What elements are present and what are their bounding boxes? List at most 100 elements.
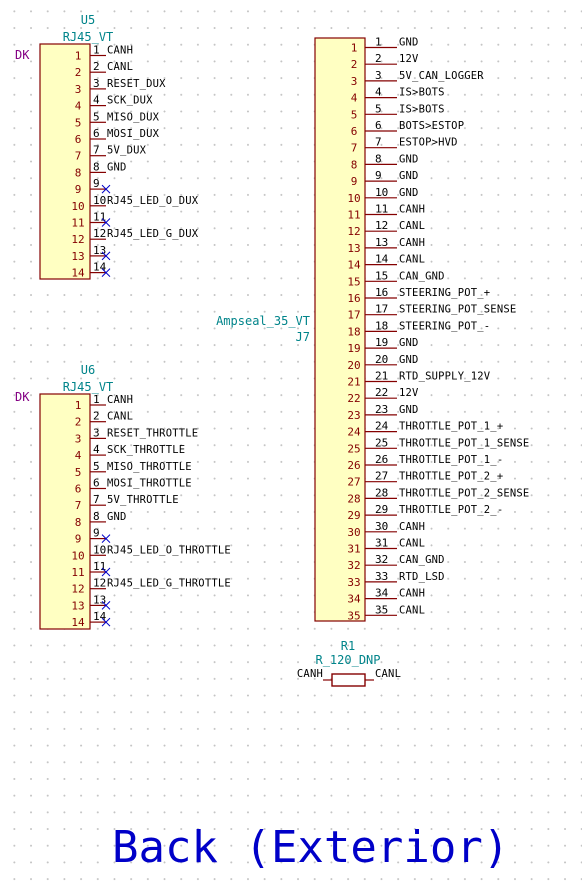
u5-tag: DK [15,48,30,62]
pin-number: 3 [375,69,382,82]
pin-index: 14 [347,259,361,272]
pin-net-label: CANH [107,45,133,57]
pin-number: 12 [93,227,106,240]
pin-number: 8 [93,160,100,173]
pin-net-label: CAN_GND [399,554,445,566]
pin-number: 12 [375,219,388,232]
pin-number: 3 [93,426,100,439]
pin-net-label: GND [107,511,127,523]
pin-net-label: THROTTLE_POT_1_+ [399,421,503,433]
pin-number: 11 [93,211,106,224]
pin-net-label: STEERING_POT_+ [399,287,490,299]
pin-number: 13 [375,236,388,249]
pin-net-label: CANL [399,220,425,232]
pin-index: 25 [347,442,360,455]
pin-number: 33 [375,570,388,583]
pin-number: 12 [93,577,106,590]
pin-net-label: MISO_THROTTLE [107,461,192,473]
r1-body [331,673,366,687]
u5-body [39,43,91,280]
pin-index: 1 [351,42,358,55]
pin-index: 10 [71,549,84,562]
resistor-r1[interactable]: R1 R_120_DNP CANH CANL [297,639,401,687]
pin-number: 32 [375,553,388,566]
pin-net-label: RTD_LSD [399,571,445,583]
pin-number: 10 [375,186,388,199]
pin-index: 6 [75,483,82,496]
pin-net-label: CANL [107,61,133,73]
pin-index: 29 [347,509,360,522]
pin-net-label: RJ45_LED_G_THROTTLE [107,578,231,590]
pin-net-label: BOTS>ESTOP [399,120,464,132]
pin-index: 34 [347,593,361,606]
